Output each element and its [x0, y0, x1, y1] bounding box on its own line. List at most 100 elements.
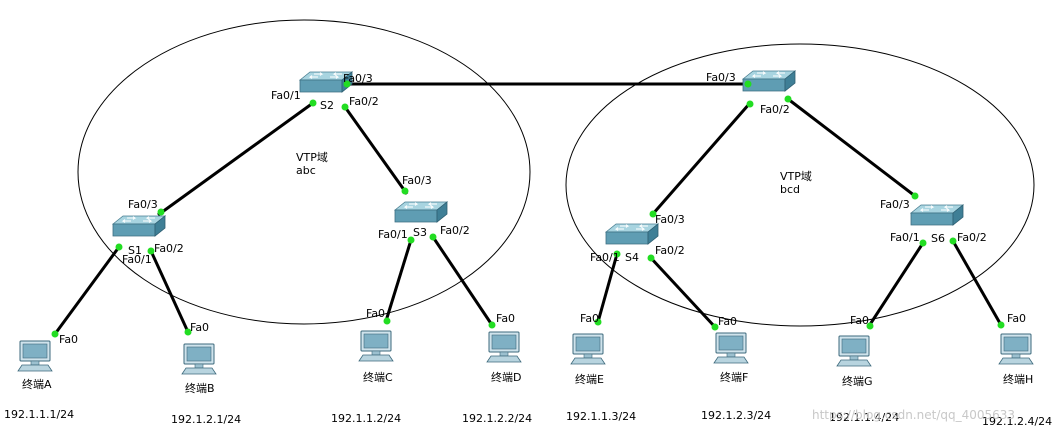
- domain-abc-name: abc: [296, 164, 316, 177]
- switch-label-s3: S3: [413, 226, 427, 239]
- port-label-s2-fa03: Fa0/3: [343, 72, 373, 85]
- port-dot: [784, 95, 792, 103]
- port-dot: [647, 254, 655, 262]
- pc-terminal-d[interactable]: [486, 331, 522, 363]
- link-s2-s3: [343, 106, 409, 195]
- terminal-name-a: 终端A: [22, 377, 52, 391]
- terminal-ip-h: 192.1.2.4/24: [982, 415, 1052, 428]
- port-label-s3-fa03: Fa0/3: [402, 174, 432, 187]
- link-s3-pcD: [431, 236, 494, 326]
- port-dot: [949, 237, 957, 245]
- port-label-pcE-fa0: Fa0: [580, 312, 599, 325]
- switch-label-s1: S1: [128, 244, 142, 257]
- port-dot: [919, 239, 927, 247]
- port-dot: [343, 80, 351, 88]
- terminal-name-g: 终端G: [842, 374, 873, 388]
- port-dot: [115, 243, 123, 251]
- port-label-s3-fa01: Fa0/1: [378, 228, 408, 241]
- link-s4-pcF: [648, 255, 717, 329]
- port-dot: [407, 236, 415, 244]
- terminal-name-e: 终端E: [575, 372, 604, 386]
- pc-terminal-h[interactable]: [998, 333, 1034, 365]
- domain-bcd-name: bcd: [780, 183, 800, 196]
- pc-terminal-f[interactable]: [713, 332, 749, 364]
- port-label-s5-fa03: Fa0/3: [706, 71, 736, 84]
- switch-label-s6: S6: [931, 232, 945, 245]
- port-label-s1-fa03: Fa0/3: [128, 198, 158, 211]
- switch-s4[interactable]: [605, 223, 659, 245]
- terminal-ip-f: 192.1.2.3/24: [701, 409, 771, 422]
- link-s5-s6: [787, 97, 916, 198]
- switch-label-s2: S2: [320, 99, 334, 112]
- port-dot: [594, 318, 602, 326]
- port-label-s2-fa01: Fa0/1: [271, 89, 301, 102]
- port-label-s3-fa02: Fa0/2: [440, 224, 470, 237]
- terminal-name-f: 终端F: [720, 370, 748, 384]
- port-label-s5-fa02: Fa0/2: [760, 103, 790, 116]
- port-dot: [147, 247, 155, 255]
- switch-label-s4: S4: [625, 251, 639, 264]
- link-s4-pcE: [596, 253, 619, 323]
- port-dot: [649, 210, 657, 218]
- switch-s3[interactable]: [394, 201, 448, 223]
- domain-abc-label: VTP域: [296, 151, 328, 164]
- vtp-domain-abc-ellipse: [77, 19, 531, 325]
- switch-s1[interactable]: [112, 215, 166, 237]
- port-dots: [51, 80, 1005, 338]
- port-dot: [341, 103, 349, 111]
- port-label-pcA-fa0: Fa0: [59, 333, 78, 346]
- link-s5-s4: [650, 102, 752, 216]
- pc-terminal-a[interactable]: [17, 340, 53, 372]
- port-label-pcD-fa0: Fa0: [496, 312, 515, 325]
- port-label-s4-fa01: Fa0/1: [590, 251, 620, 264]
- port-dot: [711, 323, 719, 331]
- port-label-pcG-fa0: Fa0: [850, 314, 869, 327]
- switch-s5[interactable]: [742, 70, 796, 92]
- port-dot: [746, 100, 754, 108]
- port-label-pcB-fa0: Fa0: [190, 321, 209, 334]
- port-label-s1-fa02: Fa0/2: [154, 242, 184, 255]
- port-dot: [488, 321, 496, 329]
- link-s2-s1: [157, 101, 314, 217]
- terminal-ip-d: 192.1.2.2/24: [462, 412, 532, 425]
- port-dot: [157, 208, 165, 216]
- port-dot: [401, 187, 409, 195]
- port-label-pcH-fa0: Fa0: [1007, 312, 1026, 325]
- domain-bcd-label: VTP域: [780, 170, 812, 183]
- port-label-s1-fa01: Fa0/1: [122, 253, 152, 266]
- terminal-name-c: 终端C: [363, 370, 393, 384]
- terminal-ip-b: 192.1.2.1/24: [171, 413, 241, 426]
- port-label-s2-fa02: Fa0/2: [349, 95, 379, 108]
- terminal-ip-c: 192.1.1.2/24: [331, 412, 401, 425]
- port-label-s4-fa03: Fa0/3: [655, 213, 685, 226]
- port-dot: [997, 321, 1005, 329]
- port-label-s6-fa02: Fa0/2: [957, 231, 987, 244]
- port-dot: [429, 233, 437, 241]
- port-label-pcF-fa0: Fa0: [718, 315, 737, 328]
- port-dot: [613, 250, 621, 258]
- link-s6-pcG: [867, 242, 925, 327]
- link-s1-pcA: [53, 246, 121, 335]
- port-dot: [309, 99, 317, 107]
- pc-terminal-e[interactable]: [570, 333, 606, 365]
- vtp-domain-bcd-ellipse: [565, 43, 1035, 327]
- port-label-s6-fa03: Fa0/3: [880, 198, 910, 211]
- link-s6-pcH: [951, 240, 1003, 326]
- port-label-pcC-fa0: Fa0: [366, 307, 385, 320]
- terminal-name-d: 终端D: [491, 370, 521, 384]
- port-dot: [383, 317, 391, 325]
- terminal-ip-e: 192.1.1.3/24: [566, 410, 636, 423]
- port-label-s6-fa01: Fa0/1: [890, 231, 920, 244]
- pc-terminal-b[interactable]: [181, 343, 217, 375]
- port-dot: [184, 328, 192, 336]
- terminal-name-h: 终端H: [1003, 372, 1033, 386]
- port-dot: [744, 80, 752, 88]
- link-s3-pcC: [384, 239, 413, 322]
- watermark: https://blog.csdn.net/qq_4005633: [812, 408, 1015, 422]
- switch-s6[interactable]: [910, 204, 964, 226]
- pc-terminal-g[interactable]: [836, 335, 872, 367]
- link-s1-pcB: [149, 250, 190, 333]
- pc-terminal-c[interactable]: [358, 330, 394, 362]
